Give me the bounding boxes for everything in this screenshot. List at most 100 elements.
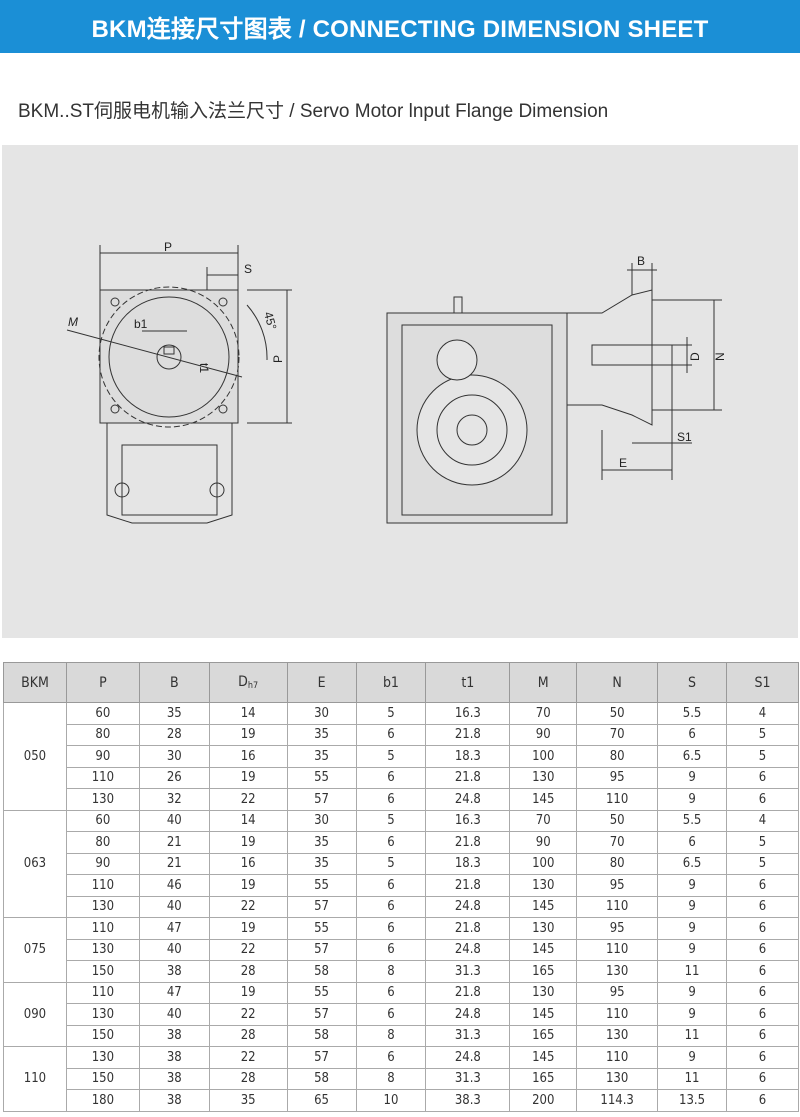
table-cell: 35 (286, 852, 357, 875)
table-cell: 6 (355, 938, 427, 961)
table-cell: 5 (726, 723, 799, 746)
table-cell: 8 (355, 960, 427, 983)
table-cell: 130 (65, 788, 140, 811)
table-cell: 6 (355, 874, 427, 897)
table-cell: 110 (576, 788, 659, 811)
table-cell: 4 (726, 809, 799, 832)
table-cell: 30 (286, 702, 357, 725)
table-cell: 6 (726, 938, 799, 961)
table-cell: 8 (355, 1024, 427, 1047)
table-cell: 40 (138, 809, 210, 832)
table-cell: 5.5 (657, 702, 728, 725)
table-cell: 6 (355, 917, 427, 940)
table-cell: 80 (65, 723, 140, 746)
table-cell: 55 (286, 874, 357, 897)
table-cell: 21.8 (425, 831, 511, 854)
label-m: M (68, 315, 78, 329)
table-cell: 8 (355, 1067, 427, 1090)
table-cell: 6 (355, 1003, 427, 1026)
table-cell: 16 (208, 852, 288, 875)
table-cell: 9 (657, 788, 728, 811)
table-cell: 6 (355, 788, 427, 811)
table-cell: 57 (286, 1003, 357, 1026)
table-cell: 145 (509, 895, 578, 918)
table-cell: 165 (509, 1024, 578, 1047)
table-cell: 110 (576, 895, 659, 918)
section-subtitle: BKM..ST伺服电机输入法兰尺寸 / Servo Motor lnput Fl… (18, 101, 609, 122)
table-cell: 38 (138, 960, 210, 983)
table-cell: 150 (65, 1024, 140, 1047)
table-cell: 57 (286, 895, 357, 918)
table-cell: 57 (286, 1046, 357, 1069)
table-cell: 70 (576, 831, 659, 854)
table-cell: 32 (138, 788, 210, 811)
table-cell: 21.8 (425, 766, 511, 789)
table-cell: 28 (208, 1067, 288, 1090)
table-cell: 114.3 (576, 1089, 659, 1112)
table-cell: 22 (208, 1046, 288, 1069)
column-header-s: S (657, 662, 728, 703)
table-cell: 145 (509, 1046, 578, 1069)
table-cell: 165 (509, 960, 578, 983)
table-cell: 200 (509, 1089, 578, 1112)
table-cell: 30 (138, 745, 210, 768)
table-cell: 28 (208, 1024, 288, 1047)
table-cell: 130 (65, 938, 140, 961)
table-cell: 6 (726, 1003, 799, 1026)
table-cell: 31.3 (425, 1024, 511, 1047)
column-header-n: N (576, 662, 659, 703)
table-cell: 35 (286, 723, 357, 746)
table-cell: 95 (576, 874, 659, 897)
table-cell: 9 (657, 917, 728, 940)
table-cell: 21 (138, 831, 210, 854)
table-cell: 10 (355, 1089, 427, 1112)
column-header-label: N (612, 674, 622, 691)
table-cell: 6 (726, 960, 799, 983)
column-header-label: E (317, 674, 326, 691)
table-cell: 22 (208, 788, 288, 811)
table-cell: 6 (726, 895, 799, 918)
label-t1: t1 (197, 363, 211, 373)
table-cell: 14 (208, 702, 288, 725)
table-cell: 6 (726, 917, 799, 940)
column-header-bkm: BKM (3, 662, 67, 703)
table-cell: 18.3 (425, 852, 511, 875)
table-cell: 90 (509, 831, 578, 854)
table-cell: 47 (138, 917, 210, 940)
column-header-b: B (138, 662, 210, 703)
label-p-top: P (164, 240, 172, 254)
column-header-label: t1 (461, 674, 475, 691)
table-cell: 5.5 (657, 809, 728, 832)
table-cell: 26 (138, 766, 210, 789)
table-cell: 38.3 (425, 1089, 511, 1112)
table-cell: 6 (726, 1024, 799, 1047)
table-cell: 6 (726, 1046, 799, 1069)
table-cell: 24.8 (425, 1046, 511, 1069)
size-cell: 110 (3, 1046, 67, 1112)
table-cell: 80 (65, 831, 140, 854)
table-cell: 31.3 (425, 960, 511, 983)
column-header-m: M (509, 662, 578, 703)
table-cell: 35 (286, 745, 357, 768)
table-cell: 130 (509, 917, 578, 940)
table-cell: 95 (576, 766, 659, 789)
table-cell: 9 (657, 895, 728, 918)
label-b: B (637, 254, 645, 268)
table-cell: 9 (657, 981, 728, 1004)
column-header-label: D (238, 674, 248, 690)
table-cell: 6 (726, 788, 799, 811)
table-cell: 60 (65, 702, 140, 725)
table-cell: 24.8 (425, 788, 511, 811)
table-cell: 5 (726, 831, 799, 854)
table-cell: 19 (208, 874, 288, 897)
table-cell: 46 (138, 874, 210, 897)
table-cell: 22 (208, 895, 288, 918)
table-cell: 150 (65, 960, 140, 983)
table-cell: 6 (657, 831, 728, 854)
table-cell: 130 (509, 766, 578, 789)
table-cell: 6 (355, 895, 427, 918)
table-cell: 65 (286, 1089, 357, 1112)
